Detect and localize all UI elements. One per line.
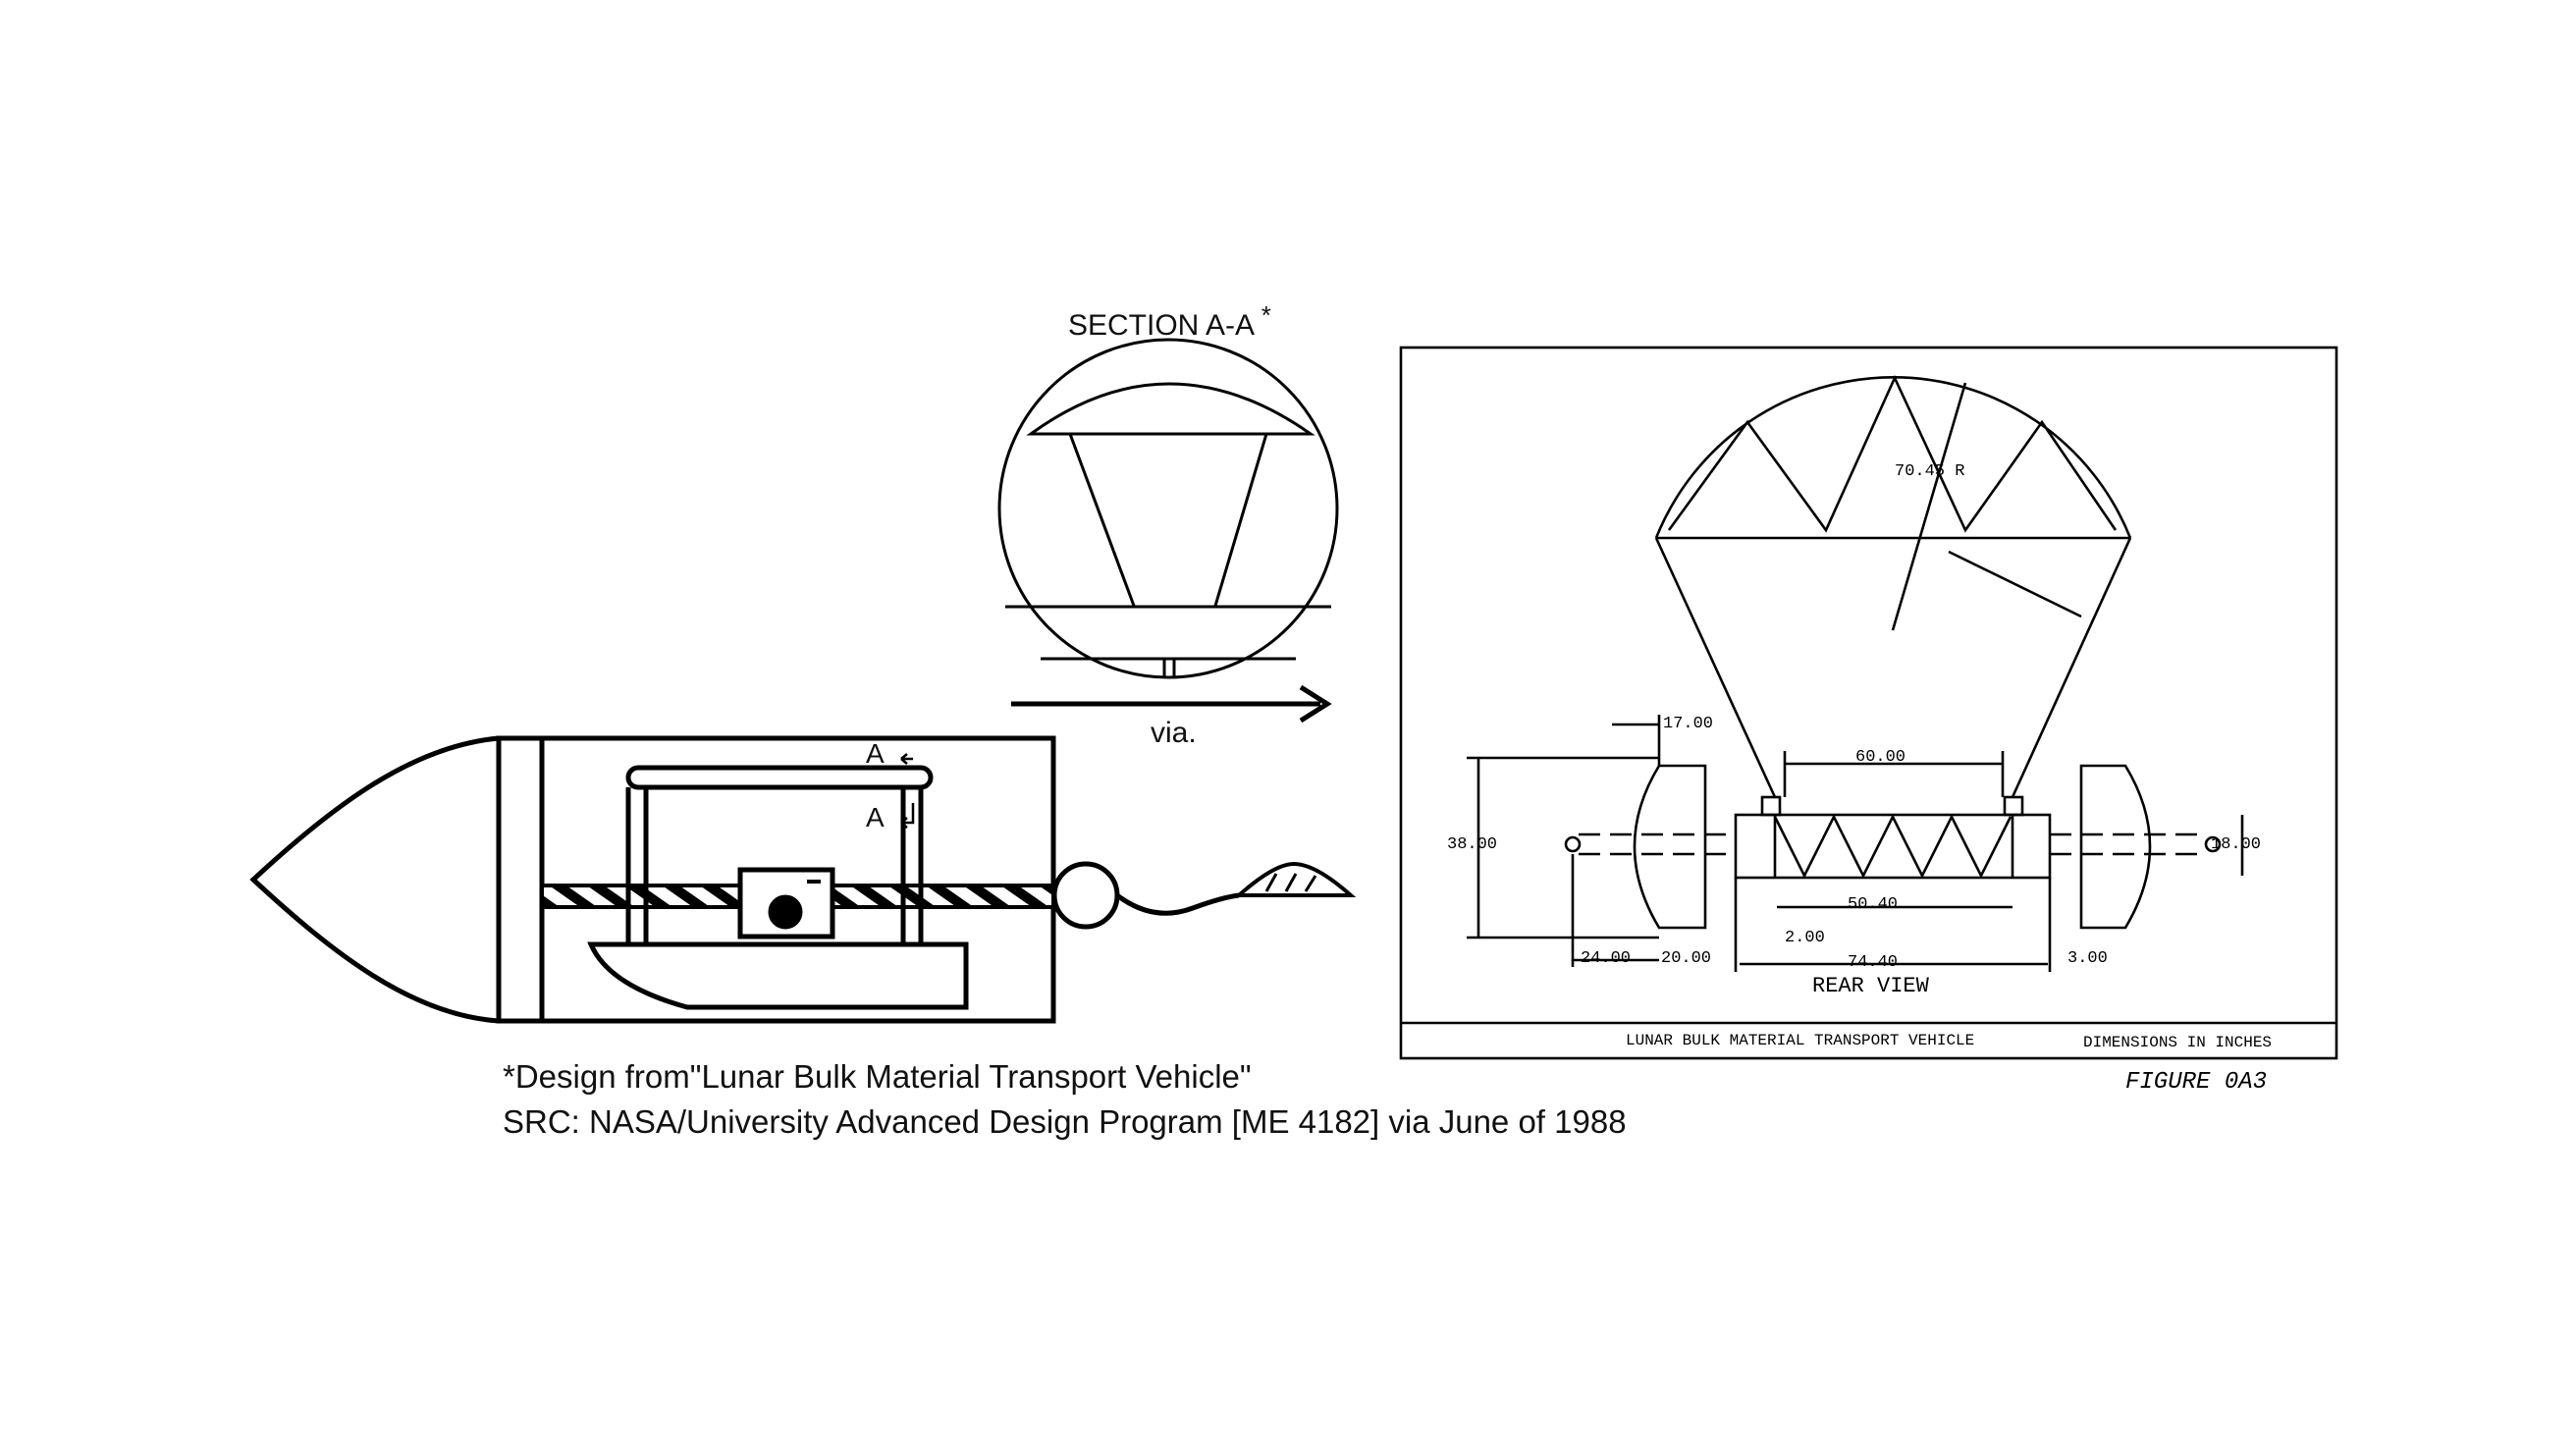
caption-line-1: *Design from"Lunar Bulk Material Transpo… [503, 1058, 1252, 1095]
towed-dish [1233, 861, 1357, 897]
axle-end-left [1564, 835, 1582, 853]
inner-brace [1948, 550, 2082, 618]
tow-hitch-ball [1051, 861, 1120, 930]
top-frame-bar [625, 765, 934, 790]
dim-3-label: 3.00 [2067, 949, 2108, 968]
section-arch [1026, 382, 1315, 436]
chassis-zigzag [1773, 814, 2012, 879]
hopper-right [2011, 537, 2132, 798]
towed-dish-hatch-1 [1264, 873, 1278, 892]
view-label: REAR VIEW [1812, 974, 1930, 998]
towed-dish-hatch-3 [1304, 875, 1317, 892]
dim-17-label: 17.00 [1663, 715, 1713, 733]
title-block-left: LUNAR BULK MATERIAL TRANSPORT VEHICLE [1626, 1032, 1974, 1049]
section-truss-right [1213, 433, 1268, 607]
dome-arc [1654, 376, 2132, 539]
cargo-tray [587, 941, 969, 1010]
vehicle-nose [249, 735, 500, 1024]
dim-50-label: 50.40 [1848, 895, 1898, 914]
section-a-a-detail [997, 338, 1339, 679]
vehicle-body [496, 735, 1056, 1024]
dim-24-label: 24.00 [1581, 949, 1631, 968]
section-title: SECTION A-A * [1068, 300, 1271, 343]
radius-label: 70.45 R [1895, 462, 1964, 481]
wheel-right [2079, 764, 2152, 930]
dome-truss [1667, 374, 2118, 533]
rear-view-drawing [1399, 346, 2338, 1060]
dim-60-label: 60.00 [1855, 748, 1905, 767]
dim-2-label: 2.00 [1785, 929, 1825, 947]
dim-74-label: 74.40 [1848, 953, 1898, 972]
camera-lens [768, 894, 803, 930]
radius-line [1891, 382, 1967, 631]
section-marker-top [900, 753, 913, 765]
section-title-asterisk: * [1261, 300, 1271, 330]
section-marker-a-top: A [866, 738, 885, 769]
towed-dish-hatch-2 [1284, 873, 1298, 892]
dim-18-label: 18.00 [2211, 835, 2261, 854]
axle-end-right [2204, 835, 2222, 853]
dim-20-label: 20.00 [1661, 949, 1711, 968]
section-circle [997, 338, 1339, 679]
caption-line-2: SRC: NASA/University Advanced Design Pro… [503, 1103, 1627, 1140]
section-arrow [1011, 684, 1332, 724]
section-truss-left [1068, 433, 1136, 607]
section-marker-bottom [900, 803, 915, 829]
title-block-right: DIMENSIONS IN INCHES [2083, 1034, 2272, 1051]
section-marker-a-bottom: A [866, 802, 885, 832]
rear-view-labels: 70.45 R 17.00 60.00 38.00 18.00 50.40 2.… [1447, 462, 2272, 1096]
bearing-left [1760, 795, 1782, 817]
wheel-left [1633, 764, 1707, 930]
bearing-right [2003, 795, 2024, 817]
dim-38-label: 38.00 [1447, 835, 1497, 854]
hopper-left [1654, 537, 1777, 798]
chassis-frame [1734, 813, 2052, 880]
tow-cable [1115, 892, 1240, 916]
side-view-vehicle [249, 735, 1357, 1024]
section-title-text: SECTION A-A [1068, 309, 1254, 342]
figure-label: FIGURE 0A3 [2125, 1069, 2267, 1096]
arrow-label: via. [1151, 717, 1197, 749]
drawing-border [1399, 346, 2338, 1060]
